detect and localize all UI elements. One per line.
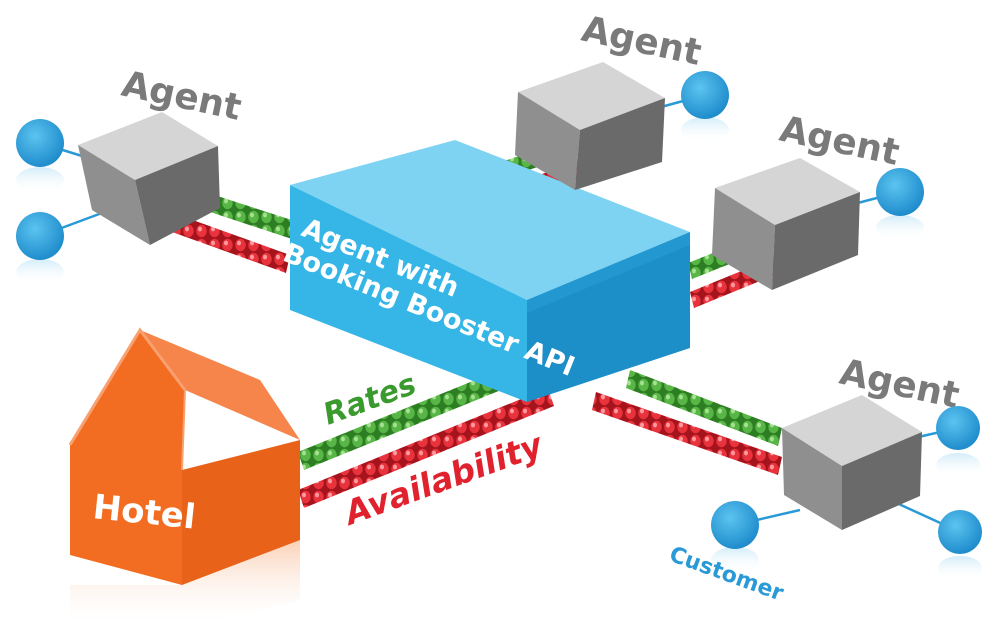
customer-node-icon <box>681 71 729 143</box>
agent-label: Agent <box>118 64 245 129</box>
customer-node-icon <box>711 501 759 573</box>
customer-node-icon <box>16 119 64 193</box>
hotel-house-icon <box>68 327 300 628</box>
agent-cube-icon <box>712 158 860 290</box>
availability-connector-agent-1 <box>172 214 290 273</box>
customer-node-icon <box>936 406 980 477</box>
availability-connector-agent-4 <box>592 392 782 475</box>
agent-cube-icon <box>782 395 922 530</box>
customer-node-icon <box>16 212 64 285</box>
hub-box-icon <box>290 140 690 402</box>
rates-connector-agent-1 <box>204 193 298 240</box>
availability-connector-hotel <box>298 388 554 508</box>
agent-cube-icon <box>515 62 665 190</box>
agent-cube-icon <box>78 112 220 245</box>
customer-node-icon <box>876 168 924 241</box>
rates-connector-hotel <box>298 370 506 470</box>
rates-connector-agent-4 <box>626 370 782 446</box>
customer-node-icon <box>938 510 982 580</box>
